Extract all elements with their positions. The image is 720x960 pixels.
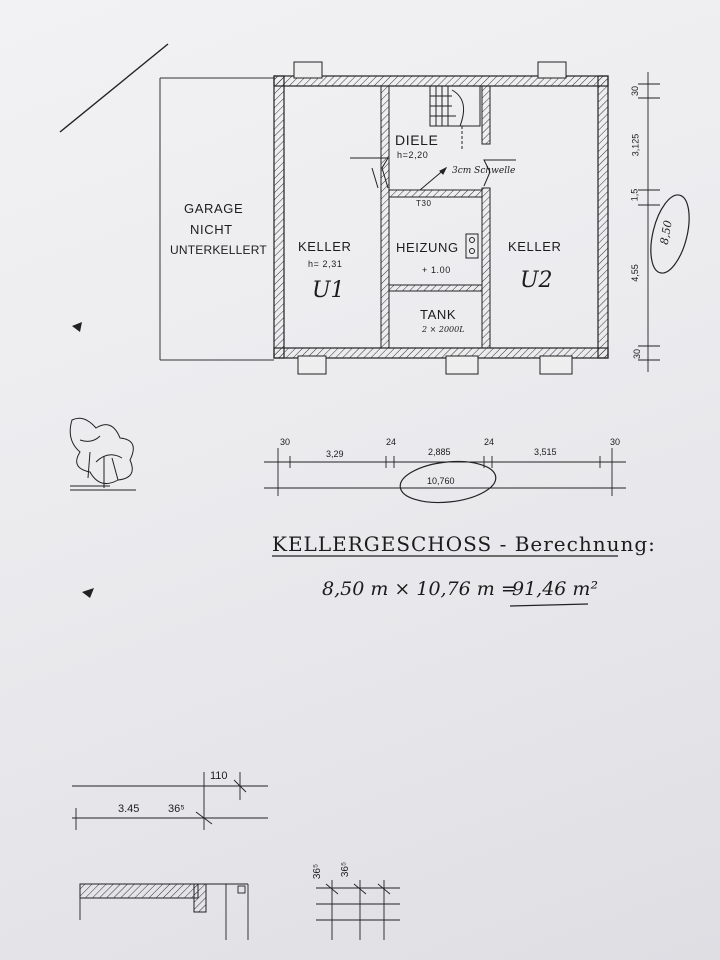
- detail-dim: 36⁵: [168, 803, 185, 815]
- bottom-dim: 2,885: [428, 447, 451, 457]
- bottom-dim: 30: [610, 437, 621, 447]
- garage-note: NICHT: [190, 222, 233, 237]
- detail-drawing: [72, 772, 400, 940]
- staircase: [429, 85, 481, 150]
- pencil-mark: [72, 322, 82, 332]
- window-boxes: [293, 61, 573, 375]
- pencil-mark: [82, 588, 94, 598]
- room-diele-note: 3cm Schwelle: [452, 166, 516, 176]
- room-keller-u2-name: KELLER: [508, 239, 562, 254]
- boiler-symbol: [465, 233, 479, 259]
- room-diele-height: h=2,20: [397, 150, 429, 160]
- detail-dim: 36⁵: [340, 861, 352, 878]
- detail-dim: 3.45: [118, 803, 140, 815]
- calculation-heading: KELLERGESCHOSS - Berechnung:: [272, 532, 656, 556]
- right-dim: 30: [630, 85, 641, 97]
- result-underline: [509, 603, 589, 607]
- tree-sketch-icon: [69, 417, 136, 491]
- garage-label: GARAGE: [184, 201, 244, 216]
- calculation-result: 91,46 m²: [512, 578, 599, 600]
- bottom-dim: 24: [484, 437, 495, 447]
- right-dim: 3,125: [630, 133, 641, 157]
- room-keller-u1-name: KELLER: [298, 239, 352, 254]
- door-threshold: [350, 157, 516, 191]
- room-keller-u1-height: h= 2,31: [308, 259, 343, 269]
- right-dim: 1,5: [629, 188, 640, 202]
- room-heizung-level: + 1.00: [422, 265, 451, 275]
- bottom-dimension-line: [264, 448, 626, 504]
- right-dim: 4,55: [629, 264, 640, 282]
- room-heizung-name: HEIZUNG: [396, 240, 459, 255]
- right-dimension-line: [638, 72, 690, 372]
- pencil-stroke: [59, 43, 169, 133]
- garage-outline: [159, 77, 274, 361]
- calculation-formula: 8,50 m × 10,76 m =: [322, 578, 517, 600]
- bottom-dim: 30: [280, 437, 291, 447]
- detail-dim: 110: [210, 770, 228, 782]
- room-keller-u2-unit: U2: [520, 268, 553, 293]
- garage-note-2: UNTERKELLERT: [170, 243, 267, 257]
- bottom-dim: 3,515: [534, 447, 557, 457]
- detail-dim: 36⁵: [312, 863, 324, 880]
- interior-walls: [380, 85, 491, 349]
- right-dim: 30: [632, 348, 643, 360]
- bottom-dim: 24: [386, 437, 397, 447]
- room-keller-u1-unit: U1: [312, 278, 345, 303]
- room-diele-door: T30: [416, 199, 432, 208]
- room-tank-name: TANK: [420, 307, 457, 322]
- room-tank-capacity: 2 × 2000L: [422, 325, 465, 334]
- bottom-dim: 3,29: [326, 449, 344, 459]
- bottom-total-dim: 10,760: [427, 476, 455, 486]
- room-diele-name: DIELE: [395, 132, 439, 148]
